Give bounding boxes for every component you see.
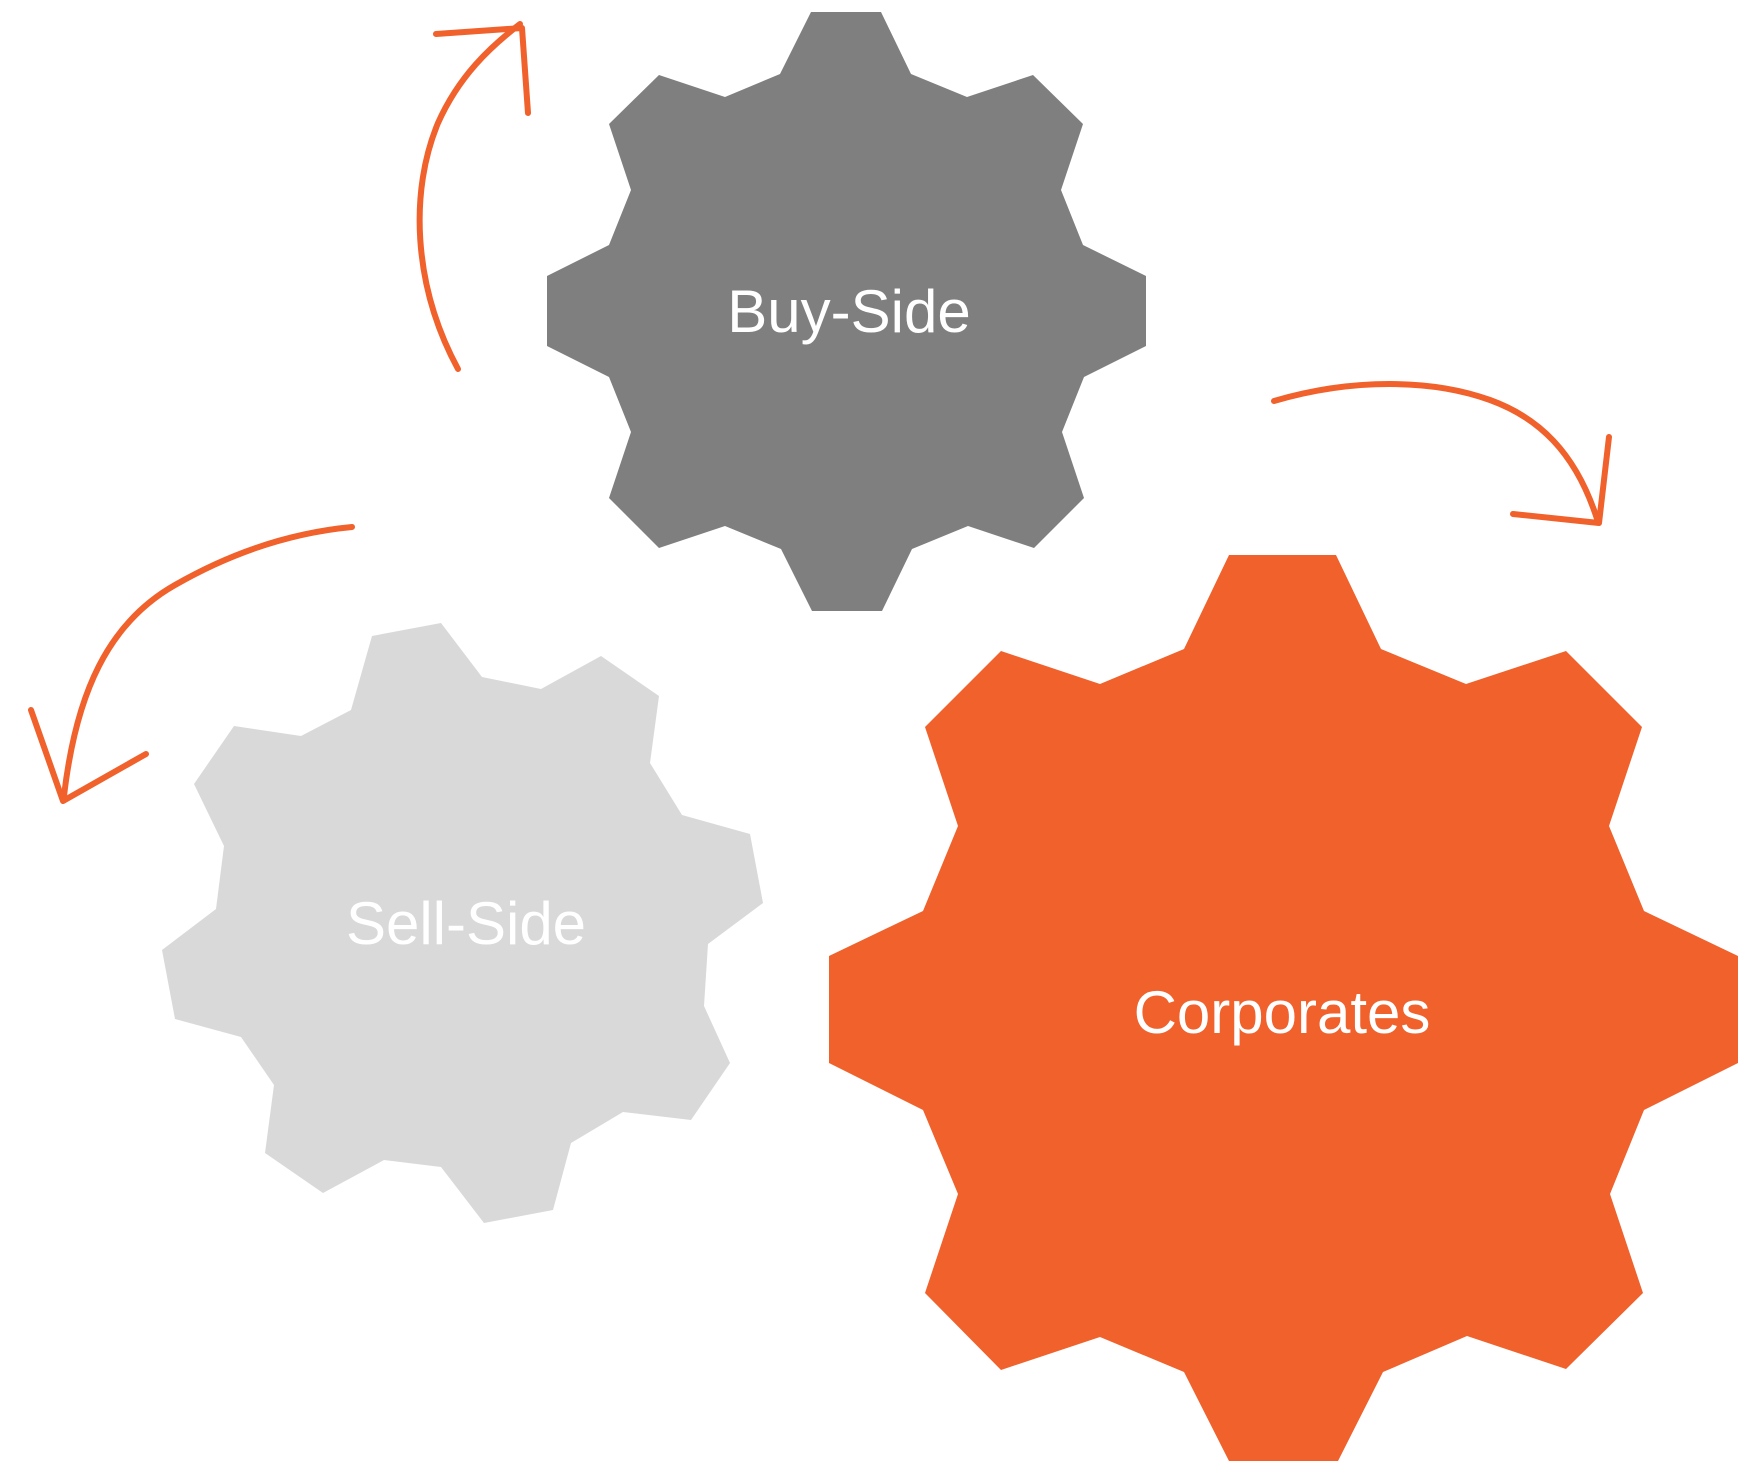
buy-side-gear: Buy-Side xyxy=(547,12,1146,611)
corporates-gear-shape xyxy=(829,555,1738,1461)
sell-side-gear-shape xyxy=(162,623,763,1223)
corporates-label: Corporates xyxy=(1134,979,1431,1046)
arrow-buy-to-sell-curve xyxy=(61,524,355,799)
buy-side-label: Buy-Side xyxy=(727,278,970,345)
arrow-buy-to-corporates-curve xyxy=(1271,381,1601,525)
arrow-sell-to-buy-curve xyxy=(416,21,523,372)
arrow-buy-to-corporates-head xyxy=(1510,434,1612,526)
arrow-buy-to-sell xyxy=(28,524,355,804)
arrow-buy-to-sell-head xyxy=(28,707,149,804)
arrow-buy-to-corporates xyxy=(1271,381,1612,526)
sell-side-label: Sell-Side xyxy=(346,890,586,957)
sell-side-gear: Sell-Side xyxy=(162,623,763,1223)
buy-side-gear-shape xyxy=(547,12,1146,611)
arrow-sell-to-buy xyxy=(416,21,531,372)
corporates-gear: Corporates xyxy=(829,555,1738,1461)
arrow-sell-to-buy-head xyxy=(433,25,531,116)
